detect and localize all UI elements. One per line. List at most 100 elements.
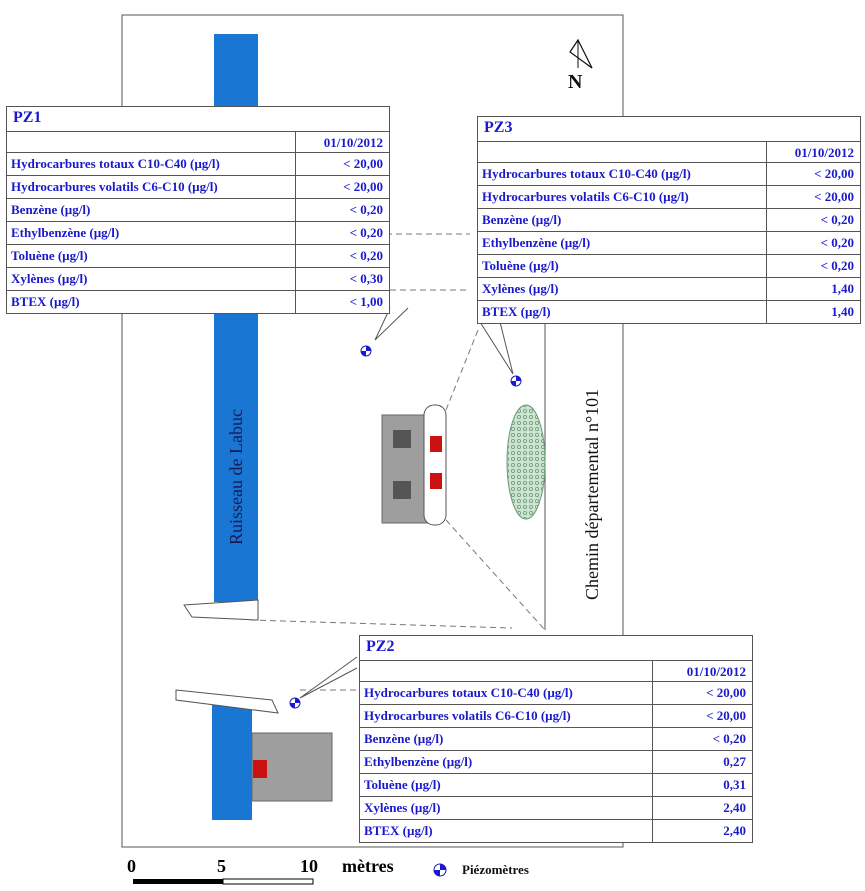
stream-label: Ruisseau de Labuc [226,409,246,545]
piezometer-pz3-icon [510,375,522,387]
scale-tick-10: 10 [300,856,318,876]
pz2-table-row: Ethylbenzène (µg/l) 0,27 [360,751,752,774]
pz2-row-label: Hydrocarbures volatils C6-C10 (µg/l) [364,708,571,723]
pz3-row-value: 1,40 [831,304,854,319]
pz1-row-value: < 0,20 [349,202,383,217]
pz1-row-value: < 0,20 [349,248,383,263]
pz2-row-label: Benzène (µg/l) [364,731,444,746]
pz3-date: 01/10/2012 [794,145,854,160]
bridge-lower [175,689,279,714]
pz2-table-row: BTEX (µg/l) 2,40 [360,820,752,842]
pz2-table-row: Xylènes (µg/l) 2,40 [360,797,752,820]
legend-label: Piézomètres [462,862,529,877]
scale-unit: mètres [342,856,394,876]
pz2-table-row: Toluène (µg/l)0,31 [360,774,752,797]
pz1-row-label: BTEX (µg/l) [11,294,80,309]
scale-bar-black [133,879,223,884]
site-boundary [121,14,624,848]
pz2-row-value: 0,31 [723,777,746,792]
pz2-row-value: 2,40 [723,800,746,815]
pz2-date-row: 01/10/2012 [360,661,752,682]
pz1-date-row: 01/10/2012 [7,132,389,153]
pz3-table-row: Hydrocarbures totaux C10-C40 (µg/l) < 20,… [478,163,860,186]
pz1-row-label: Toluène (µg/l) [11,248,88,263]
pz3-row-value: < 0,20 [820,212,854,227]
pz3-row-label: Hydrocarbures totaux C10-C40 (µg/l) [482,166,691,181]
building-window-2 [393,481,411,499]
pz3-row-label: Benzène (µg/l) [482,212,562,227]
pz2-table-row: Hydrocarbures volatils C6-C10 (µg/l) < 20… [360,705,752,728]
pz1-row-value: < 20,00 [343,179,383,194]
pz3-row-value: 1,40 [831,281,854,296]
building-window-1 [393,430,411,448]
pz1-row-value: < 0,20 [349,225,383,240]
pz2-row-value: 2,40 [723,823,746,838]
pz3-date-row: 01/10/2012 [478,142,860,163]
tank-red-1 [430,436,442,452]
pz3-title: PZ3 [478,117,860,142]
north-arrow-icon [569,38,593,69]
tank-red-2 [430,473,442,489]
pz3-row-label: Hydrocarbures volatils C6-C10 (µg/l) [482,189,689,204]
pz2-date: 01/10/2012 [686,664,746,679]
stream-lower [212,702,252,820]
pz1-table-row: Toluène (µg/l) < 0,20 [7,245,389,268]
pz1-row-label: Hydrocarbures volatils C6-C10 (µg/l) [11,179,218,194]
pz2-row-value: < 20,00 [706,708,746,723]
road-label: Chemin départemental n°101 [582,389,602,600]
pz3-row-value: < 20,00 [814,166,854,181]
pz1-table-row: Xylènes (µg/l) < 0,30 [7,268,389,291]
pz2-pointer [299,656,358,699]
pz3-table-row: Benzène (µg/l) < 0,20 [478,209,860,232]
piezometer-pz1-icon [360,345,372,357]
pz3-table-row: Hydrocarbures volatils C6-C10 (µg/l) < 20… [478,186,860,209]
pz2-row-label: BTEX (µg/l) [364,823,433,838]
pz1-table-row: Ethylbenzène (µg/l) < 0,20 [7,222,389,245]
pz3-row-value: < 0,20 [820,235,854,250]
pz3-table-row: Xylènes (µg/l) 1,40 [478,278,860,301]
pz3-row-label: Toluène (µg/l) [482,258,559,273]
pz2-table-row: Benzène (µg/l)< 0,20 [360,728,752,751]
pz1-title: PZ1 [7,107,389,132]
scale-tick-5: 5 [217,856,226,876]
pz3-row-label: BTEX (µg/l) [482,304,551,319]
pz3-row-label: Xylènes (µg/l) [482,281,559,296]
pz2-row-label: Xylènes (µg/l) [364,800,441,815]
pz1-table-row: Hydrocarbures totaux C10-C40 (µg/l) < 20,… [7,153,389,176]
pz1-row-label: Xylènes (µg/l) [11,271,88,286]
vegetation-patch [506,404,546,520]
pz2-row-label: Ethylbenzène (µg/l) [364,754,473,769]
pz1-table: PZ1 01/10/2012 Hydrocarbures totaux C10-… [6,106,390,314]
pz1-row-label: Ethylbenzène (µg/l) [11,225,120,240]
north-label: N [568,71,583,93]
pz1-row-label: Benzène (µg/l) [11,202,91,217]
pz3-table-row: Toluène (µg/l) < 0,20 [478,255,860,278]
scale-tick-0: 0 [127,856,136,876]
pz1-table-row: Benzène (µg/l) < 0,20 [7,199,389,222]
scale-bar-white [222,878,314,885]
bridge-upper [183,599,259,621]
leader-lines [249,233,546,691]
pz2-table-row: Hydrocarbures totaux C10-C40 (µg/l) < 20,… [360,682,752,705]
pz1-row-value: < 1,00 [349,294,383,309]
pz1-row-label: Hydrocarbures totaux C10-C40 (µg/l) [11,156,220,171]
pz3-row-label: Ethylbenzène (µg/l) [482,235,591,250]
piezometer-icon [433,863,447,877]
pz2-row-value: < 20,00 [706,685,746,700]
pz2-row-value: 0,27 [723,754,746,769]
pz3-row-value: < 0,20 [820,258,854,273]
tank-outline [423,404,447,526]
pz1-table-row: BTEX (µg/l) < 1,00 [7,291,389,313]
pz1-table-row: Hydrocarbures volatils C6-C10 (µg/l) < 20… [7,176,389,199]
pz1-row-value: < 20,00 [343,156,383,171]
pz3-row-value: < 20,00 [814,189,854,204]
pz1-row-value: < 0,30 [349,271,383,286]
pz3-pointer [479,321,514,375]
pz2-row-label: Hydrocarbures totaux C10-C40 (µg/l) [364,685,573,700]
pz3-table-row: BTEX (µg/l) 1,40 [478,301,860,323]
pz2-title: PZ2 [360,636,752,661]
pz3-table-row: Ethylbenzène (µg/l) < 0,20 [478,232,860,255]
piezometer-pz2-icon [289,697,301,709]
pz3-table: PZ3 01/10/2012 Hydrocarbures totaux C10-… [477,116,861,324]
